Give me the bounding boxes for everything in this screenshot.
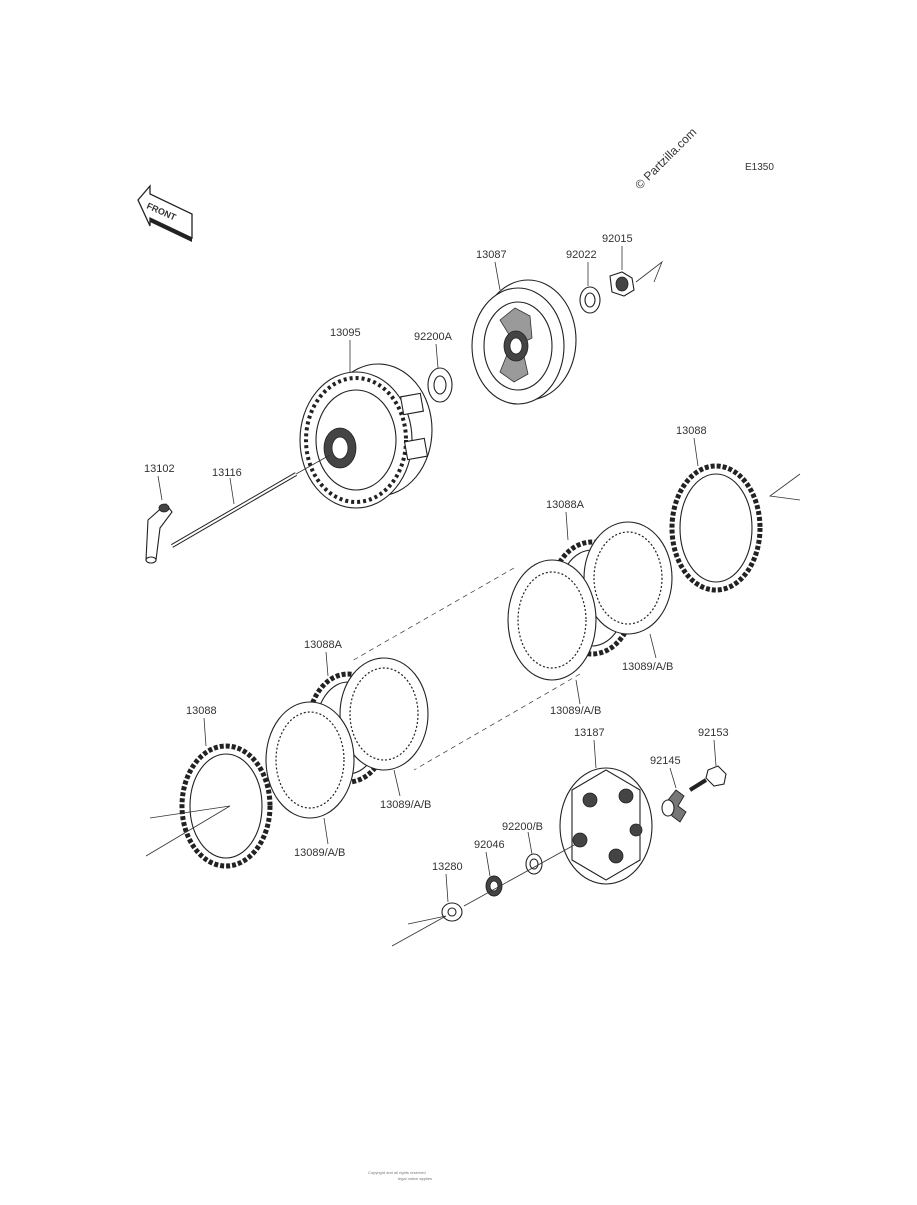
drawing-code: E1350	[745, 162, 774, 173]
label-13088-left: 13088	[186, 705, 217, 717]
clutch-housing-13095	[299, 340, 433, 509]
label-13089-left: 13089/A/B	[294, 847, 345, 859]
label-13102: 13102	[144, 463, 175, 475]
stack-line-lower	[413, 673, 581, 771]
clutch-hub-13087	[471, 261, 577, 405]
steel-plate-13089-center	[339, 657, 429, 797]
footer-line-2: legal notice applies	[398, 1176, 432, 1181]
steel-plate-13089-mid	[507, 559, 597, 705]
steel-plate-13089-left	[265, 701, 355, 845]
watermark: © Partzilla.com	[632, 125, 699, 192]
label-13087: 13087	[476, 249, 507, 261]
push-rod-13116	[170, 454, 331, 548]
washer-92022	[579, 262, 601, 314]
label-92046: 92046	[474, 839, 505, 851]
friction-plate-13088-top	[669, 437, 801, 593]
washer-92200a	[427, 343, 453, 403]
label-13116: 13116	[212, 467, 242, 479]
label-92015: 92015	[602, 233, 633, 245]
label-92022: 92022	[566, 249, 597, 261]
front-arrow-icon: FRONT	[137, 184, 193, 242]
label-13088-top: 13088	[676, 425, 707, 437]
bolt-92153	[688, 739, 727, 792]
label-13187: 13187	[574, 727, 605, 739]
label-13280: 13280	[432, 861, 463, 873]
label-92200a: 92200A	[414, 331, 453, 343]
label-13088a-top: 13088A	[546, 499, 585, 511]
label-92153: 92153	[698, 727, 729, 739]
label-13095: 13095	[330, 327, 361, 339]
nut-92015	[609, 246, 663, 297]
pressure-plate-13187	[559, 739, 653, 885]
label-13088a-left: 13088A	[304, 639, 343, 651]
friction-plate-13088-left	[145, 717, 273, 869]
release-lever-13102	[145, 475, 173, 564]
label-13089-right: 13089/A/B	[622, 661, 673, 673]
label-92145: 92145	[650, 755, 681, 767]
spring-92145	[661, 767, 687, 823]
footer-line-1: Copyright and all rights reserved	[368, 1170, 426, 1175]
label-92200b: 92200/B	[502, 821, 543, 833]
piece-13280	[391, 843, 577, 947]
label-13089-center: 13089/A/B	[380, 799, 431, 811]
stack-line-upper	[349, 567, 515, 663]
label-13089-mid: 13089/A/B	[550, 705, 601, 717]
